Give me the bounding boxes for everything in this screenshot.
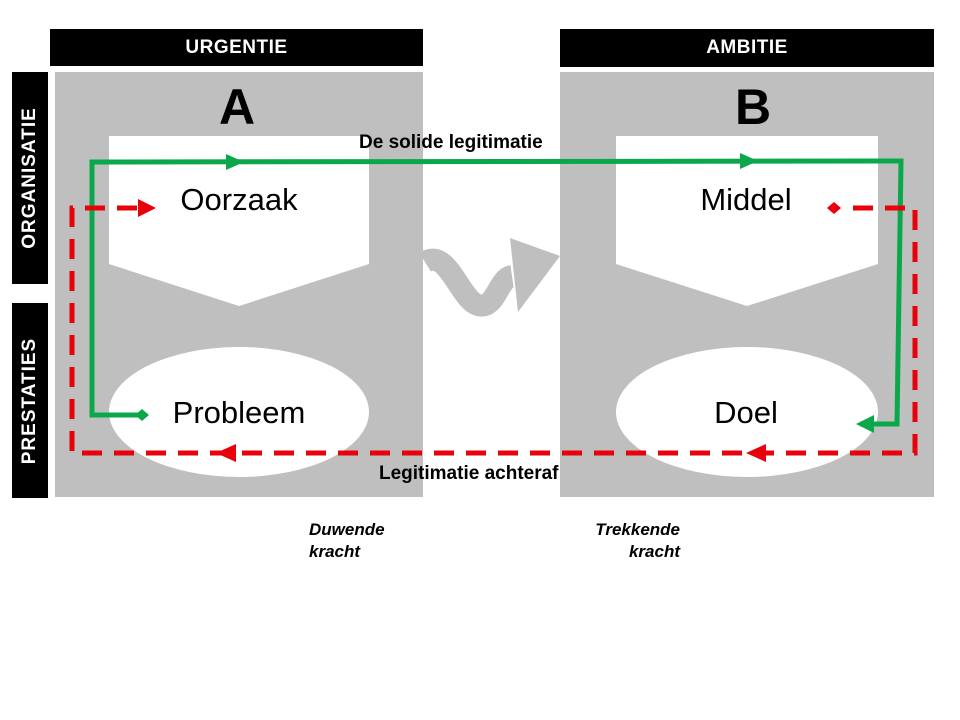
header-prestaties: PRESTATIES [12, 303, 48, 498]
box-middel-shape [616, 136, 878, 306]
label-pull-force-line1: Trekkende [595, 520, 680, 539]
after-flow-arrow-left-1 [746, 444, 766, 462]
header-organisatie: ORGANISATIE [12, 72, 48, 284]
solid-flow-start-diamond [135, 409, 149, 421]
solid-flow-arrow-1 [226, 154, 244, 170]
label-solid-flow: De solide legitimatie [359, 132, 543, 153]
label-pull-force-line2: kracht [628, 542, 680, 561]
label-push-force: Duwende kracht [309, 519, 385, 563]
squiggle-arrow-head [510, 238, 560, 312]
box-oorzaak-shape [109, 136, 369, 306]
label-probleem: Probleem [172, 395, 306, 430]
label-push-force-line1: Duwende [309, 520, 385, 539]
after-flow-arrow-end [138, 199, 156, 217]
label-oorzaak: Oorzaak [180, 182, 298, 217]
solid-flow-line [89, 158, 904, 427]
header-urgentie: URGENTIE [50, 29, 423, 66]
label-middel: Middel [700, 182, 792, 217]
label-pull-force: Trekkende kracht [560, 519, 680, 563]
after-flow-line [69, 205, 918, 456]
label-doel: Doel [714, 395, 778, 430]
panel-b-letter: B [735, 79, 772, 135]
header-ambitie: AMBITIE [560, 29, 934, 67]
panel-a-letter: A [219, 79, 256, 135]
solid-flow-arrow-2 [740, 153, 758, 169]
label-after-flow: Legitimatie achteraf [379, 463, 559, 484]
after-flow-arrow-left-2 [216, 444, 236, 462]
label-push-force-line2: kracht [309, 542, 361, 561]
solid-flow-arrow-end [856, 415, 874, 433]
ellipse-probleem [109, 347, 369, 477]
ellipse-doel [616, 347, 878, 477]
squiggle-arrow [419, 248, 517, 317]
after-flow-start-diamond [827, 202, 841, 214]
